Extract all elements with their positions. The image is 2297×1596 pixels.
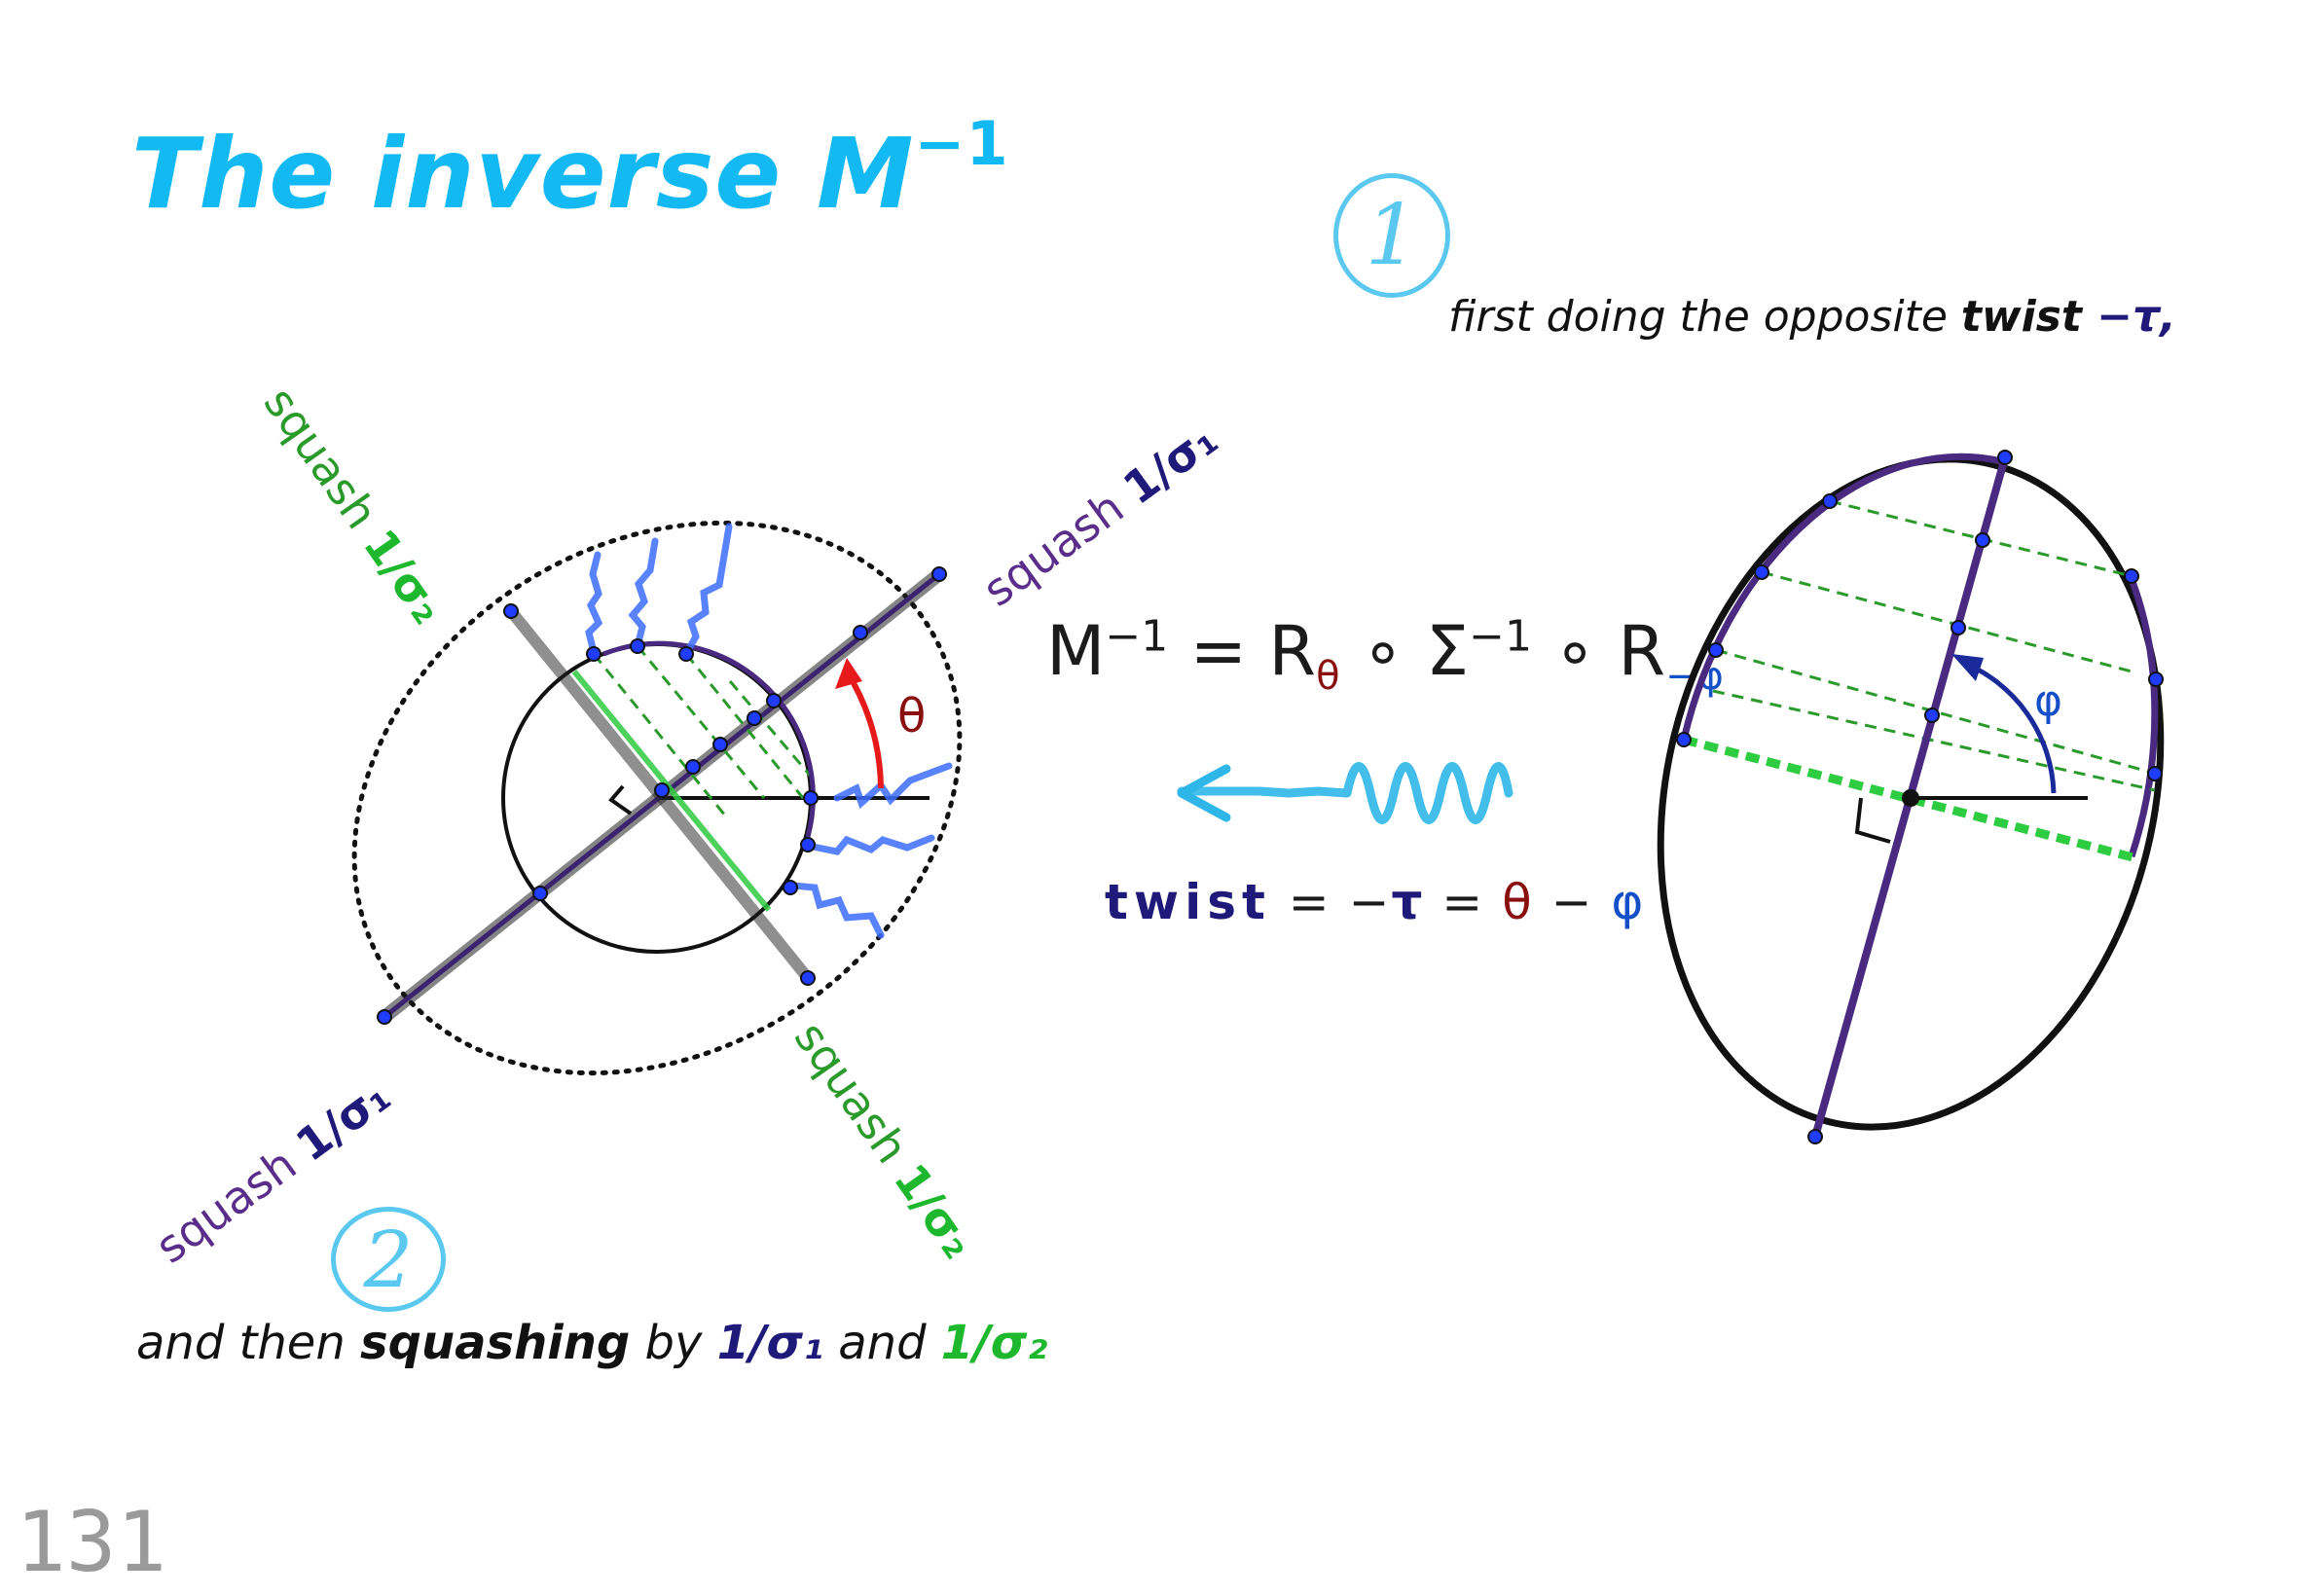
step-1-note: first doing the opposite twist −τ, <box>1448 292 2176 342</box>
sigma2-axis <box>571 670 772 912</box>
marker-dots <box>377 566 947 1025</box>
right-sigma2-axis <box>1682 735 2138 863</box>
right-angle-mark-left <box>608 784 633 816</box>
twisted-ellipse <box>1657 455 2165 1131</box>
right-marker-dots <box>1676 450 2164 1144</box>
right-angle-mark-right <box>1854 797 1891 844</box>
ellipse-left-arc <box>1680 453 2006 741</box>
phi-arrowhead <box>1951 654 1984 681</box>
dotted-ellipse <box>351 520 963 1076</box>
ellipse-right-arc <box>2128 577 2159 858</box>
right-parallel-lines <box>1712 499 2157 792</box>
page-title: The inverse M−1 <box>131 107 1009 231</box>
theta-label: θ <box>897 689 926 744</box>
step-2-note: and then squashing by 1/σ₁ and 1/σ₂ <box>136 1316 1048 1370</box>
step-2-marker: 2 <box>331 1207 446 1312</box>
inverse-formula: M−1 = Rθ ∘ Σ−1 ∘ R−φ <box>1046 611 1724 699</box>
phi-arrow <box>1960 659 2057 794</box>
page-number: 131 <box>16 1494 167 1591</box>
mapped-arc <box>602 640 816 838</box>
theta-arrowhead <box>835 658 862 689</box>
stretch-arrows <box>585 523 953 939</box>
twist-arrow <box>1177 762 1513 824</box>
parallel-lines <box>592 645 815 816</box>
twist-equation: twist = −τ = θ − φ <box>1105 874 1646 930</box>
phi-label: φ <box>2034 676 2062 726</box>
step-1-marker: 1 <box>1333 173 1450 298</box>
